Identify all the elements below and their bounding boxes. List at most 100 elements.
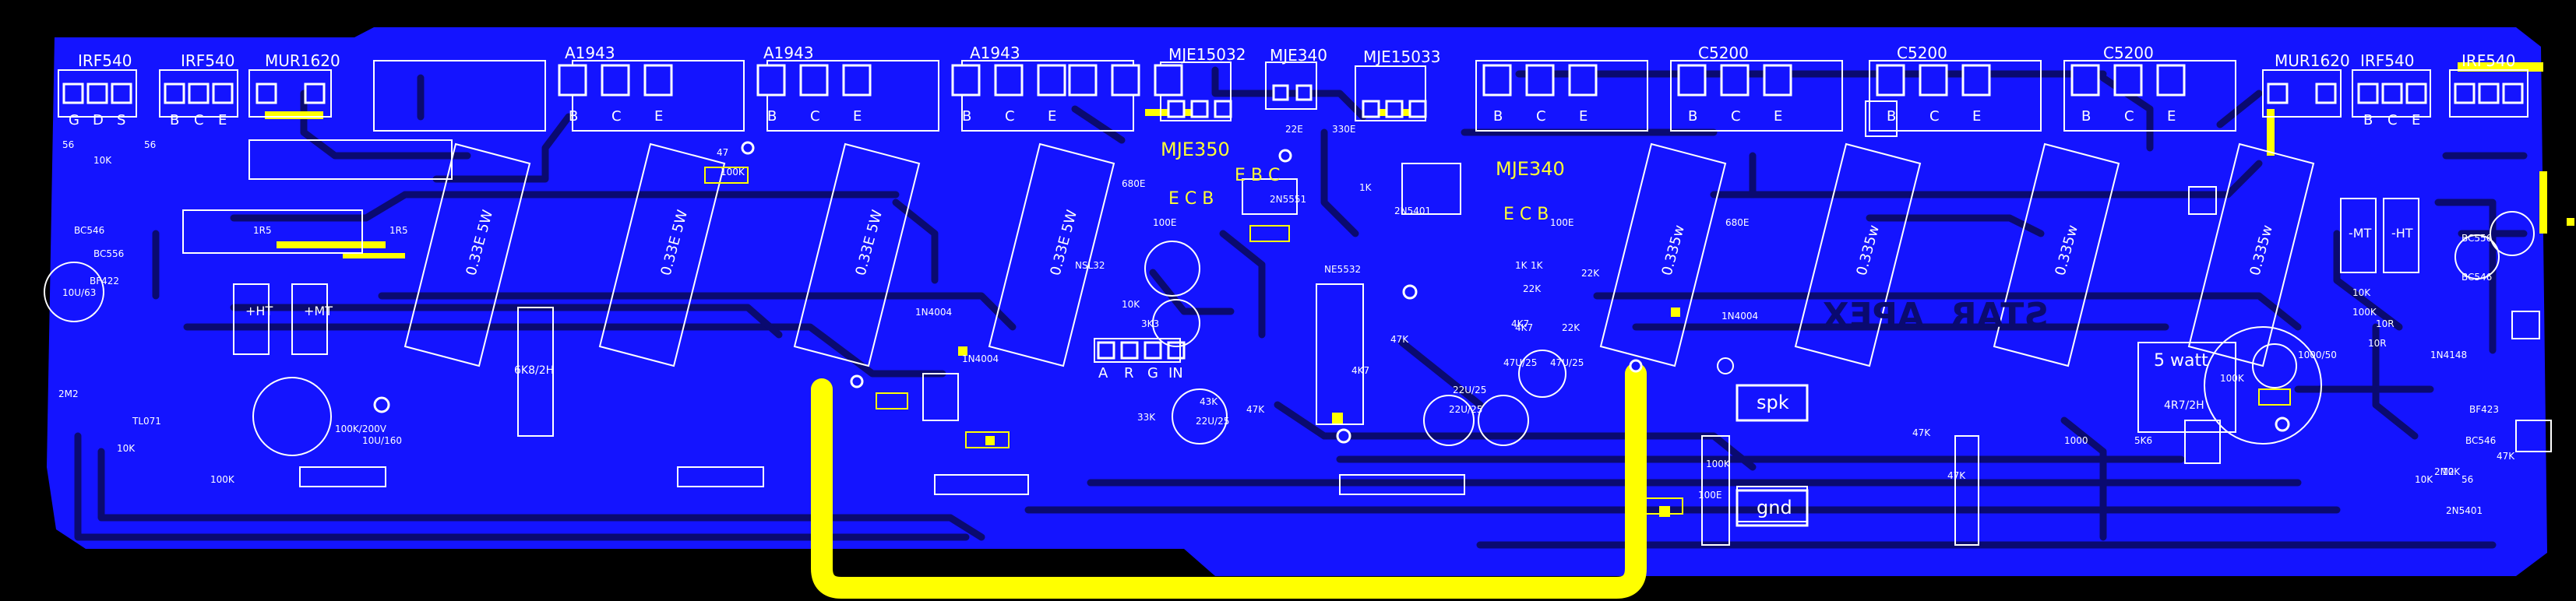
svg-text:D: D [93,112,104,128]
component-value-label: 2M2 [2434,466,2454,477]
component-value-label: 10R [2368,338,2387,349]
svg-text:C: C [611,108,622,125]
brand-apex: APEX [1823,296,1924,336]
label-conn-g: G [1147,365,1158,381]
component-value-label: 1R5 [389,225,408,236]
component-value-label: 47K [1947,470,1966,481]
svg-text:C: C [2387,112,2398,128]
component-value-label: 47U/25 [1503,357,1537,368]
component-value-label: BC546 [2461,272,2492,283]
component-value-label: 10K [1122,299,1140,310]
svg-text:B: B [1887,108,1896,125]
component-value-label: 22K [1562,322,1580,333]
label-a1943-2: A1943 [763,44,814,62]
label-irf540-1: IRF540 [78,51,132,70]
component-value-label: NSL32 [1075,260,1105,271]
label-mje340: MJE340 [1270,46,1327,65]
component-value-label: 47K [1912,427,1931,438]
label-plus-ht: +HT [245,304,273,318]
component-value-label: 1N4004 [1721,311,1758,322]
svg-text:E: E [654,108,663,125]
svg-text:E: E [2167,108,2176,125]
label-conn-a: A [1098,365,1108,381]
component-value-label: 4K7 [1515,322,1533,333]
svg-text:B: B [569,108,578,125]
label-mur1620-2: MUR1620 [2275,51,2350,70]
component-value-label: 1R5 [253,225,272,236]
component-value-label: 22U/25 [1196,416,1229,427]
component-value-label: 47K [1246,404,1265,415]
component-value-label: 56 [62,139,74,150]
label-conn-in: IN [1168,365,1183,381]
component-value-label: 10U/160 [362,435,402,446]
component-value-label: BC556 [93,248,124,259]
component-value-label: 1K [1531,260,1544,271]
component-value-label: 1K [1515,260,1528,271]
component-value-label: BC546 [2465,435,2496,446]
component-value-label: 22U/25 [1453,385,1486,395]
component-value-label: 56 [2461,474,2473,485]
svg-text:C: C [2124,108,2134,125]
svg-text:C: C [1005,108,1015,125]
component-value-label: 47K [1390,334,1409,345]
svg-text:E: E [1774,108,1782,125]
component-value-label: 10K [2415,474,2433,485]
svg-text:E: E [2412,112,2420,128]
svg-text:C: C [1536,108,1546,125]
svg-text:C: C [1929,108,1940,125]
svg-text:B: B [962,108,971,125]
label-a1943-1: A1943 [565,44,615,62]
svg-text:B: B [1493,108,1503,125]
label-c5200-2: C5200 [1897,44,1947,62]
component-value-label: 10K [117,443,136,454]
brand-mark: APEX STAR [1823,296,2049,336]
copper-pour [47,27,2547,576]
component-value-label: BC556 [2461,233,2492,244]
component-value-label: 1K [1359,182,1373,193]
pads [62,64,2524,360]
component-value-label: 33K [1137,412,1156,423]
component-value-label: 2N5401 [2446,505,2483,516]
component-value-label: 100K [210,474,235,485]
label-c5200-1: C5200 [1698,44,1749,62]
svg-text:C: C [194,112,204,128]
label-mje15032: MJE15032 [1168,45,1246,64]
label-minus-mt: -MT [2349,226,2372,241]
brand-star: STAR [1951,296,2049,336]
component-value-label: 1N4004 [915,307,952,318]
label-ecb: E C B [1168,189,1214,209]
label-a1943-3: A1943 [970,44,1020,62]
component-value-label: 100E [1550,217,1574,228]
component-value-label: 1N4148 [2430,350,2467,360]
component-value-label: BC546 [74,225,104,236]
label-conn-r: R [1124,365,1134,381]
vias [373,141,2290,444]
label-irf540-4: IRF540 [2461,51,2515,70]
svg-text:E: E [1972,108,1981,125]
component-value-label: 47 [717,147,728,158]
component-value-label: 100E [1698,490,1722,501]
component-value-label: 4K7 [1511,318,1529,329]
component-value-label: 100K [1706,459,1731,469]
component-value-label: 10U/63 [62,287,96,298]
svg-text:E: E [218,112,227,128]
label-spk: spk [1757,392,1789,413]
component-value-label: 22K [1523,283,1542,294]
component-value-label: 22K [1581,268,1600,279]
component-value-label: 3K3 [1141,318,1159,329]
component-value-label: BF422 [90,276,119,286]
component-value-label: 1000/50 [2298,350,2337,360]
svg-text:B: B [1688,108,1697,125]
label-minus-ht: -HT [2391,226,2413,241]
component-value-label: 10K [93,155,112,166]
component-value-label: 100E [1153,217,1177,228]
component-value-label: 2M2 [58,388,79,399]
label-mje350: MJE350 [1161,139,1230,160]
svg-text:B: B [170,112,179,128]
component-value-label: BF423 [2469,404,2499,415]
component-value-label: 100K [721,167,745,177]
svg-text:S: S [117,112,125,128]
label-irf540-2: IRF540 [181,51,234,70]
